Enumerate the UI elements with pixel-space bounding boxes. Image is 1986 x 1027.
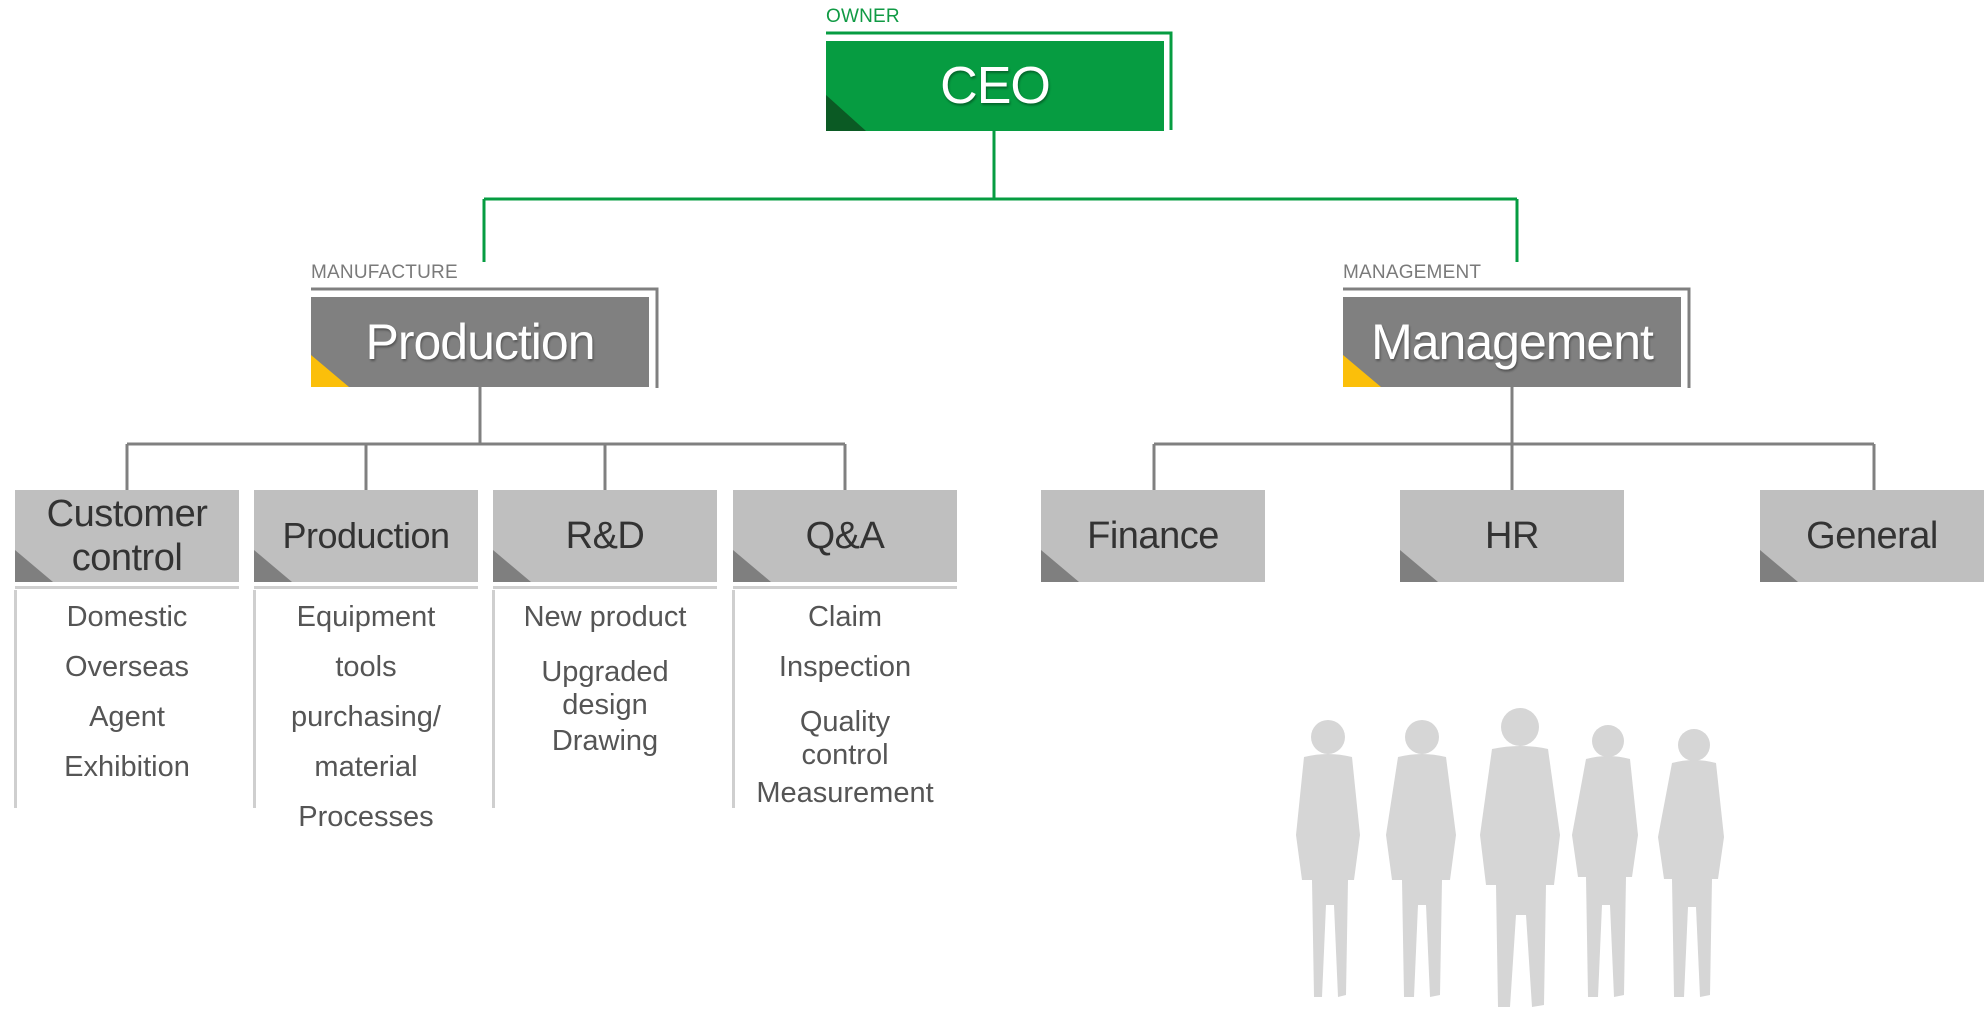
- list-item: Equipment: [296, 601, 436, 633]
- management-division-box: Management: [1343, 297, 1681, 387]
- list-item: purchasing/: [291, 701, 441, 733]
- list-item: Exhibition: [64, 751, 190, 783]
- list-item: Measurement: [756, 777, 934, 809]
- divider: [14, 590, 17, 808]
- unit-qa: Q&A: [733, 490, 957, 582]
- list-item: Upgraded design: [541, 656, 669, 721]
- management-tag: MANAGEMENT: [1343, 262, 1482, 283]
- unit-customer-control: Customer control: [15, 490, 239, 582]
- unit-finance: Finance: [1041, 490, 1265, 582]
- unit-general: General: [1760, 490, 1984, 582]
- divider: [15, 586, 239, 589]
- corner-accent: [1343, 355, 1381, 387]
- unit-rnd: R&D: [493, 490, 717, 582]
- divider: [733, 586, 957, 589]
- corner-accent: [493, 550, 531, 582]
- corner-accent: [1760, 550, 1798, 582]
- divider: [254, 586, 478, 589]
- production-division-title: Production: [365, 314, 595, 370]
- list-item: Drawing: [551, 725, 659, 757]
- ceo-tag: OWNER: [826, 6, 900, 27]
- unit-duty-list: Domestic Overseas Agent Exhibition: [15, 600, 239, 800]
- list-item: Claim: [807, 601, 883, 633]
- corner-accent: [311, 355, 349, 387]
- list-item: Agent: [89, 701, 165, 733]
- people-silhouette-image: [1296, 708, 1724, 1007]
- unit-title: Customer control: [46, 493, 208, 579]
- divider: [732, 590, 735, 808]
- ceo-title: CEO: [940, 57, 1051, 115]
- unit-duty-list: Equipment tools purchasing/ material Pro…: [254, 600, 478, 850]
- corner-accent: [15, 550, 53, 582]
- list-item: Inspection: [778, 651, 912, 683]
- list-item: material: [314, 751, 418, 783]
- divider: [493, 586, 717, 589]
- unit-title: General: [1806, 515, 1938, 557]
- corner-accent: [733, 550, 771, 582]
- list-item: Quality control: [799, 706, 891, 771]
- unit-title: Production: [282, 515, 450, 556]
- manufacture-tag: MANUFACTURE: [311, 262, 458, 283]
- production-division-box: Production: [311, 297, 649, 387]
- corner-accent: [1041, 550, 1079, 582]
- management-division-title: Management: [1371, 314, 1654, 370]
- divider: [253, 590, 256, 808]
- unit-hr: HR: [1400, 490, 1624, 582]
- list-item: tools: [335, 651, 397, 683]
- list-item: Overseas: [64, 651, 190, 683]
- divider: [492, 590, 495, 808]
- corner-accent: [254, 550, 292, 582]
- corner-accent: [826, 95, 866, 131]
- ceo-box: CEO: [826, 41, 1164, 131]
- list-item: New product: [523, 601, 687, 633]
- unit-title: Finance: [1087, 515, 1219, 557]
- unit-title: HR: [1485, 515, 1539, 557]
- list-item: Domestic: [66, 601, 188, 633]
- unit-title: Q&A: [805, 515, 885, 557]
- unit-duty-list: New product Upgraded design Drawing: [493, 600, 717, 774]
- list-item: Processes: [298, 801, 434, 833]
- corner-accent: [1400, 550, 1438, 582]
- unit-duty-list: Claim Inspection Quality control Measure…: [733, 600, 957, 826]
- unit-title: R&D: [565, 515, 645, 557]
- unit-production: Production: [254, 490, 478, 582]
